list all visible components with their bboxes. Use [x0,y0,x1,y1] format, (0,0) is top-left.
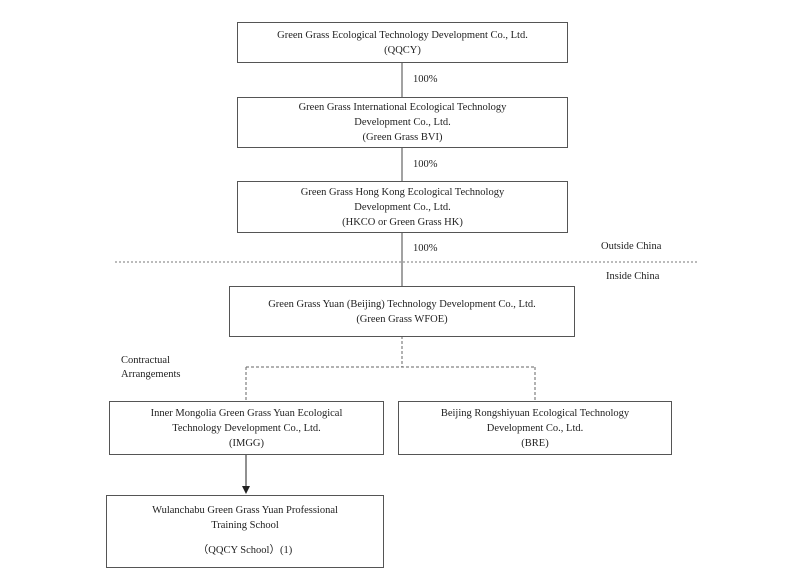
ownership-label: 100% [413,159,438,170]
entity-hk-name-line2: Development Co., Ltd. [354,201,451,213]
region-inside-china: Inside China [606,271,660,282]
entity-bre-name-line2: Development Co., Ltd. [486,422,584,434]
entity-imgg: Inner Mongolia Green Grass Yuan Ecologic… [109,401,384,455]
entity-bvi-name-line2: Development Co., Ltd. [354,117,451,128]
entity-wfoe: Green Grass Yuan (Beijing) Technology De… [229,286,575,337]
entity-bre-abbr: (BRE) [521,437,549,449]
contractual-line2: Arrangements [121,369,181,380]
ownership-label: 100% [413,74,438,85]
entity-wfoe-name: Green Grass Yuan (Beijing) Technology De… [268,298,536,310]
entity-bre-name-line1: Beijing Rongshiyuan Ecological Technolog… [440,407,630,419]
ownership-label: 100% [413,243,438,254]
entity-hk-name-line1: Green Grass Hong Kong Ecological Technol… [300,186,505,198]
entity-school-name-line1: Wulanchabu Green Grass Yuan Professional [152,505,338,516]
contractual-line1: Contractual [121,355,170,366]
entity-bvi: Green Grass International Ecological Tec… [237,97,568,148]
entity-qqcy: Green Grass Ecological Technology Develo… [237,22,568,63]
entity-imgg-abbr: (IMGG) [229,437,264,449]
contractual-arrangements-label: Contractual Arrangements [121,354,180,382]
region-outside-china: Outside China [601,241,662,252]
entity-wfoe-abbr: (Green Grass WFOE) [356,313,448,325]
entity-hk-abbr: (HKCO or Green Grass HK) [342,216,463,228]
entity-qqcy-name: Green Grass Ecological Technology Develo… [277,29,528,41]
entity-bre: Beijing Rongshiyuan Ecological Technolog… [398,401,672,455]
arrowhead-icon [242,486,250,494]
entity-hk: Green Grass Hong Kong Ecological Technol… [237,181,568,233]
entity-qqcy-abbr: (QQCY) [384,44,421,56]
entity-bvi-name-line1: Green Grass International Ecological Tec… [298,102,507,113]
entity-imgg-name-line2: Technology Development Co., Ltd. [172,422,321,434]
entity-school-abbr: （QQCY School）(1) [197,545,293,556]
entity-school-name-line2: Training School [211,520,279,531]
entity-school: Wulanchabu Green Grass Yuan Professional… [106,495,384,568]
entity-bvi-abbr: (Green Grass BVI) [362,132,443,143]
entity-imgg-name-line1: Inner Mongolia Green Grass Yuan Ecologic… [150,407,343,419]
